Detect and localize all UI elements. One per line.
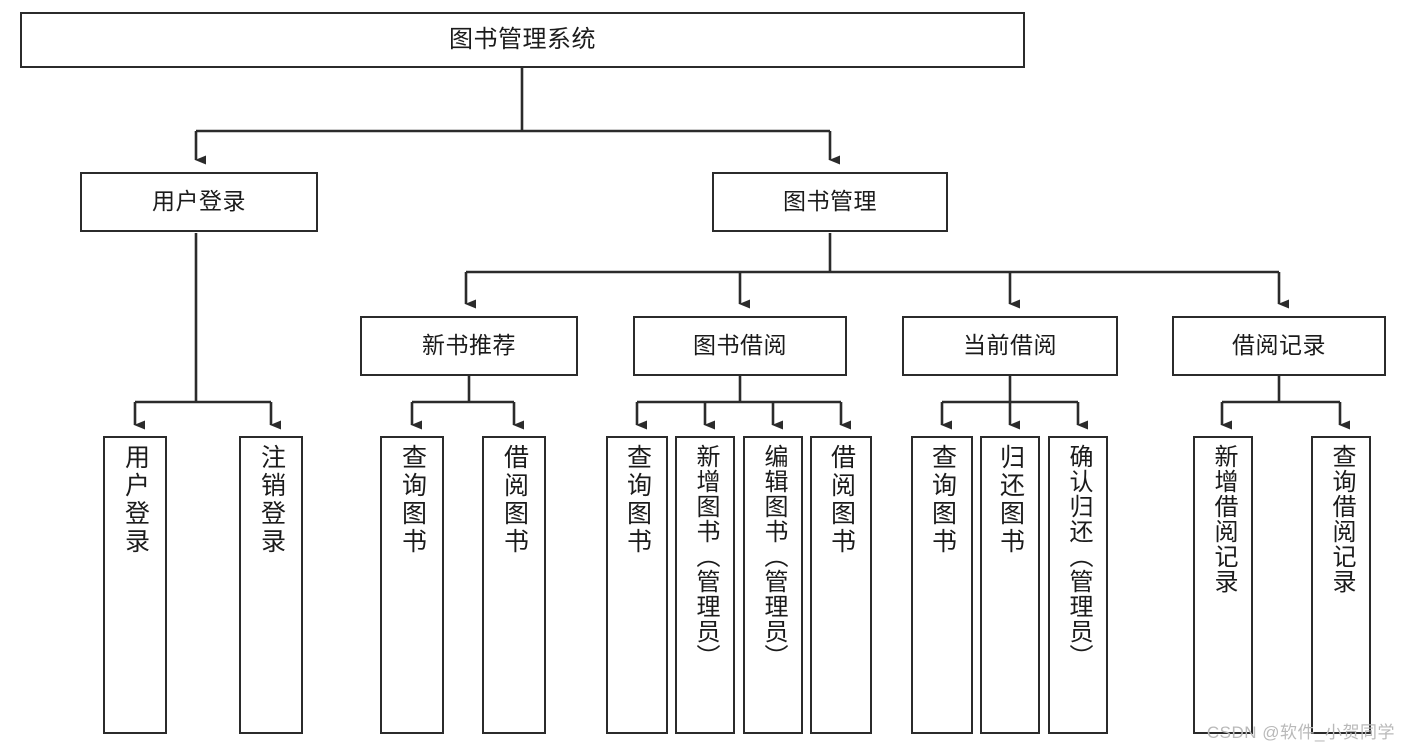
node-leaf-edit-book-admin[interactable]: 编辑图书（管理员） (743, 436, 803, 734)
node-leaf-query-book-current[interactable]: 查询图书 (911, 436, 973, 734)
watermark-text: CSDN @软件_小贺同学 (1206, 723, 1395, 742)
node-leaf-user-login[interactable]: 用户登录 (103, 436, 167, 734)
node-label: 查询图书 (398, 444, 427, 556)
node-label: 用户登录 (152, 188, 246, 215)
node-label: 用户登录 (121, 444, 150, 556)
node-leaf-logout-login[interactable]: 注销登录 (239, 436, 303, 734)
node-label: 编辑图书（管理员） (760, 444, 787, 669)
node-book-management[interactable]: 图书管理 (712, 172, 948, 232)
node-label: 查询图书 (623, 444, 652, 556)
node-label: 借阅图书 (500, 444, 529, 556)
node-label: 新增借阅记录 (1210, 444, 1237, 594)
node-leaf-borrow-book-recommend[interactable]: 借阅图书 (482, 436, 546, 734)
node-user-login[interactable]: 用户登录 (80, 172, 318, 232)
node-leaf-query-book-borrow[interactable]: 查询图书 (606, 436, 668, 734)
node-label: 图书借阅 (693, 332, 787, 359)
node-label: 查询图书 (928, 444, 957, 556)
node-book-borrow[interactable]: 图书借阅 (633, 316, 847, 376)
node-new-book-recommend[interactable]: 新书推荐 (360, 316, 578, 376)
node-label: 查询借阅记录 (1328, 444, 1355, 594)
node-label: 新书推荐 (422, 332, 516, 359)
node-label: 借阅记录 (1232, 332, 1326, 359)
node-leaf-borrow-book[interactable]: 借阅图书 (810, 436, 872, 734)
node-leaf-query-borrow-record[interactable]: 查询借阅记录 (1311, 436, 1371, 734)
node-leaf-add-book-admin[interactable]: 新增图书（管理员） (675, 436, 735, 734)
node-leaf-confirm-return-admin[interactable]: 确认归还（管理员） (1048, 436, 1108, 734)
node-label: 当前借阅 (963, 332, 1057, 359)
node-leaf-return-book[interactable]: 归还图书 (980, 436, 1040, 734)
node-label: 借阅图书 (827, 444, 856, 556)
node-leaf-query-book-recommend[interactable]: 查询图书 (380, 436, 444, 734)
node-label: 新增图书（管理员） (692, 444, 719, 669)
node-leaf-add-borrow-record[interactable]: 新增借阅记录 (1193, 436, 1253, 734)
node-label: 图书管理系统 (449, 25, 596, 53)
node-borrow-record[interactable]: 借阅记录 (1172, 316, 1386, 376)
node-label: 确认归还（管理员） (1065, 444, 1092, 669)
node-label: 图书管理 (783, 188, 877, 215)
node-label: 归还图书 (996, 444, 1025, 556)
node-current-borrow[interactable]: 当前借阅 (902, 316, 1118, 376)
node-label: 注销登录 (257, 444, 286, 556)
node-root-system[interactable]: 图书管理系统 (20, 12, 1025, 68)
